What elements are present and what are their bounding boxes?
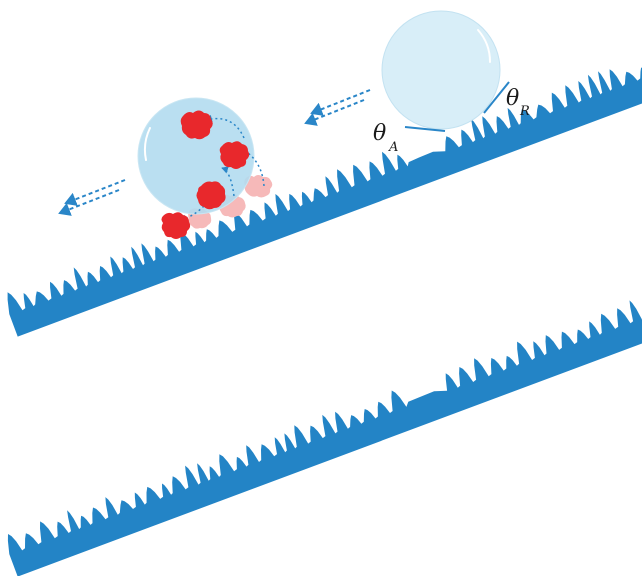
clean-droplet-group: θ A θ R [373, 10, 530, 155]
top-surface-shape [7, 67, 642, 337]
receding-angle-subscript: R [519, 104, 530, 119]
dirty-droplet [137, 97, 255, 215]
motion-arrow-line-1 [310, 89, 371, 116]
particle-1 [180, 110, 213, 140]
receding-angle-label: θ [506, 86, 519, 111]
motion-arrow-lower [58, 179, 126, 216]
particle-4 [161, 212, 191, 239]
bottom-surface-shape [7, 300, 642, 576]
clean-droplet [381, 10, 501, 130]
particle-3 [196, 181, 226, 210]
top-rough-surface [7, 67, 642, 337]
receding-angle-line [483, 81, 510, 114]
advancing-angle-line [404, 126, 446, 132]
dirty-droplet-highlight [143, 127, 151, 161]
faded-particle-1 [244, 175, 273, 198]
advancing-angle-label: θ [373, 121, 386, 146]
particle-2 [219, 141, 250, 169]
droplet-highlight [477, 29, 492, 63]
dirty-droplet-group [137, 97, 273, 239]
motion-arrow-line-4 [58, 189, 120, 216]
motion-arrow-upper [304, 89, 371, 126]
bottom-rough-surface [7, 300, 642, 576]
advancing-angle-subscript: A [388, 140, 398, 155]
motion-arrow-line-2 [304, 99, 365, 126]
motion-arrow-line-3 [64, 179, 126, 206]
